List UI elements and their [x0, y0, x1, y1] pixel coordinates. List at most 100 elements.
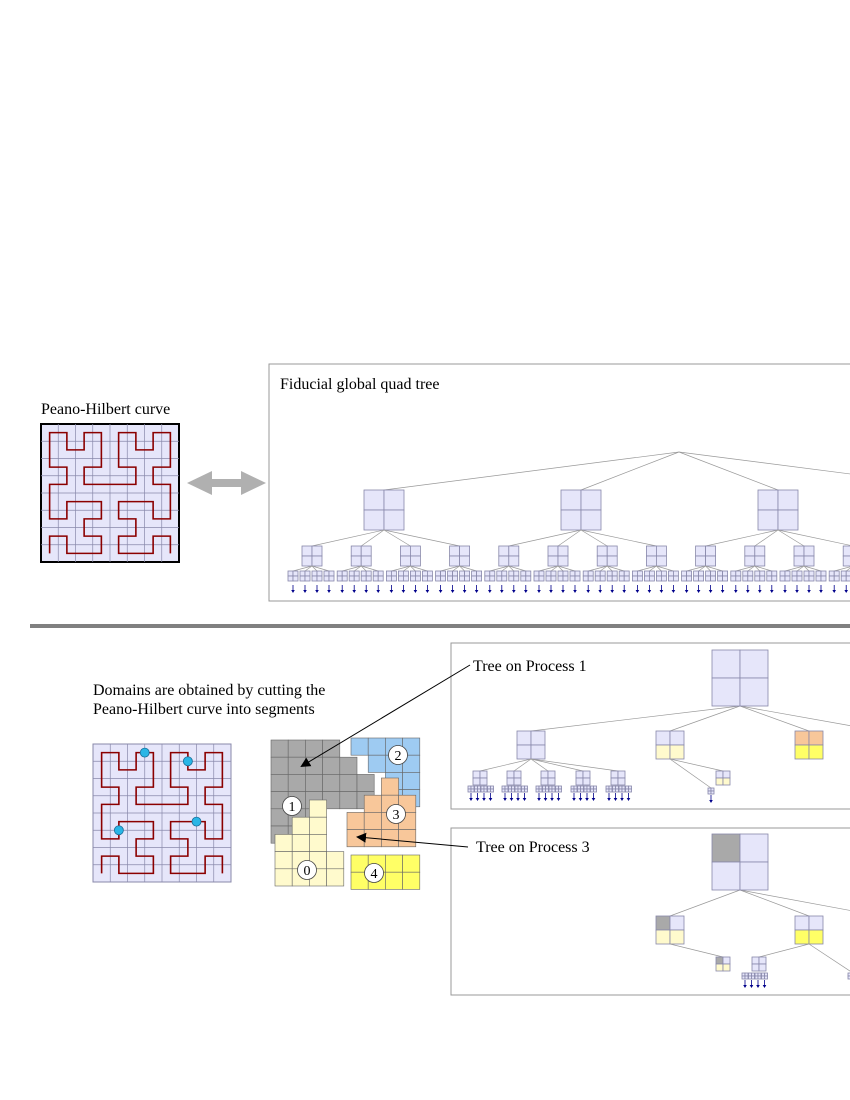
quad-cell	[353, 575, 360, 582]
tree-edge	[410, 565, 416, 572]
quad-cell	[655, 744, 671, 760]
quad-cell	[551, 788, 556, 793]
quad-cell	[409, 570, 416, 577]
process1-quad-tree	[467, 649, 850, 803]
quad-cell	[545, 575, 552, 582]
quad-cell	[710, 790, 715, 795]
quad-cell	[632, 570, 638, 577]
quad-cell	[435, 570, 442, 577]
quad-cell	[777, 489, 799, 511]
quad-cell	[730, 570, 737, 577]
quad-cell	[580, 509, 602, 531]
quad-cell	[771, 575, 778, 582]
quad-cell	[593, 788, 597, 793]
quad-cell	[350, 555, 362, 567]
domain-cell	[326, 868, 345, 887]
domain-cell	[291, 816, 310, 835]
quad-cell	[644, 575, 650, 582]
quad-cell	[520, 575, 527, 582]
quad-cell	[656, 575, 662, 582]
domain-cell	[402, 772, 421, 790]
quad-cell	[669, 744, 685, 760]
quad-cell	[741, 975, 746, 980]
quad-cell	[557, 575, 564, 582]
tree-edge	[580, 529, 608, 547]
quad-cell	[611, 570, 618, 577]
quad-cell	[299, 570, 306, 577]
quad-cell	[669, 929, 685, 945]
down-arrow-icon	[340, 590, 344, 593]
quad-cell	[784, 570, 791, 577]
quad-cell	[621, 788, 626, 793]
domain-cell	[274, 868, 293, 887]
quad-cell	[587, 575, 594, 582]
quad-cell	[649, 575, 655, 582]
domain-cell	[356, 774, 375, 792]
down-arrow-icon	[844, 590, 848, 593]
tree-edge	[440, 565, 460, 572]
down-arrow-icon	[413, 590, 418, 593]
domain-number: 1	[289, 800, 296, 815]
quad-cell	[538, 785, 543, 790]
tree-edge	[606, 565, 613, 572]
down-arrow-icon	[626, 798, 631, 801]
quad-cell	[560, 489, 582, 511]
quad-cell	[304, 575, 311, 582]
down-arrow-icon	[550, 798, 554, 801]
quad-cell	[766, 575, 773, 582]
quad-cell	[615, 785, 619, 790]
quad-cell	[611, 575, 618, 582]
quad-cell	[608, 788, 613, 793]
domain-cell	[363, 812, 382, 830]
domain-cell	[385, 871, 403, 890]
quad-cell	[686, 575, 692, 582]
down-arrow-icon	[509, 798, 514, 801]
quad-cell	[617, 770, 626, 779]
quad-cell	[467, 785, 472, 790]
quad-cell	[681, 570, 687, 577]
quad-cell	[637, 575, 643, 582]
quad-cell	[582, 570, 589, 577]
quad-cell	[661, 570, 667, 577]
domain-label-circle	[386, 804, 406, 824]
down-arrow-icon	[291, 590, 295, 593]
down-arrow-icon	[586, 590, 590, 593]
quad-cell	[496, 575, 503, 582]
tree-edge	[311, 565, 318, 572]
quad-cell	[506, 777, 515, 786]
quad-cell	[744, 555, 756, 567]
quad-cell	[580, 785, 584, 790]
quad-cell	[669, 730, 685, 746]
down-arrow-icon	[474, 590, 479, 593]
quad-cell	[464, 575, 471, 582]
quad-cell	[490, 785, 494, 790]
domain-cell	[287, 774, 306, 792]
quad-cell	[582, 575, 589, 582]
section-separator	[30, 624, 850, 628]
quad-cell	[794, 730, 810, 746]
quad-cell	[722, 963, 731, 972]
tree-edge	[735, 565, 755, 572]
quad-cell	[605, 785, 610, 790]
quad-cell	[487, 788, 491, 793]
quad-cell	[525, 575, 532, 582]
quad-cell	[390, 575, 397, 582]
quad-cell	[722, 570, 728, 577]
domain-number: 4	[371, 867, 378, 882]
quad-cell	[311, 570, 318, 577]
quad-cell	[794, 915, 810, 931]
tree-edge	[754, 529, 779, 547]
quad-cell	[655, 730, 671, 746]
process3-tree-title: Tree on Process 3	[476, 839, 590, 856]
quad-cell	[808, 575, 815, 582]
quad-cell	[606, 575, 613, 582]
quad-cell	[350, 545, 362, 557]
quad-cell	[397, 575, 404, 582]
quad-cell	[508, 785, 512, 790]
curve-cut-point	[182, 756, 193, 767]
quad-cell	[582, 770, 591, 779]
quad-cell	[623, 575, 630, 582]
quad-cell	[504, 788, 509, 793]
quad-cell	[840, 575, 847, 582]
quad-cell	[808, 915, 824, 931]
